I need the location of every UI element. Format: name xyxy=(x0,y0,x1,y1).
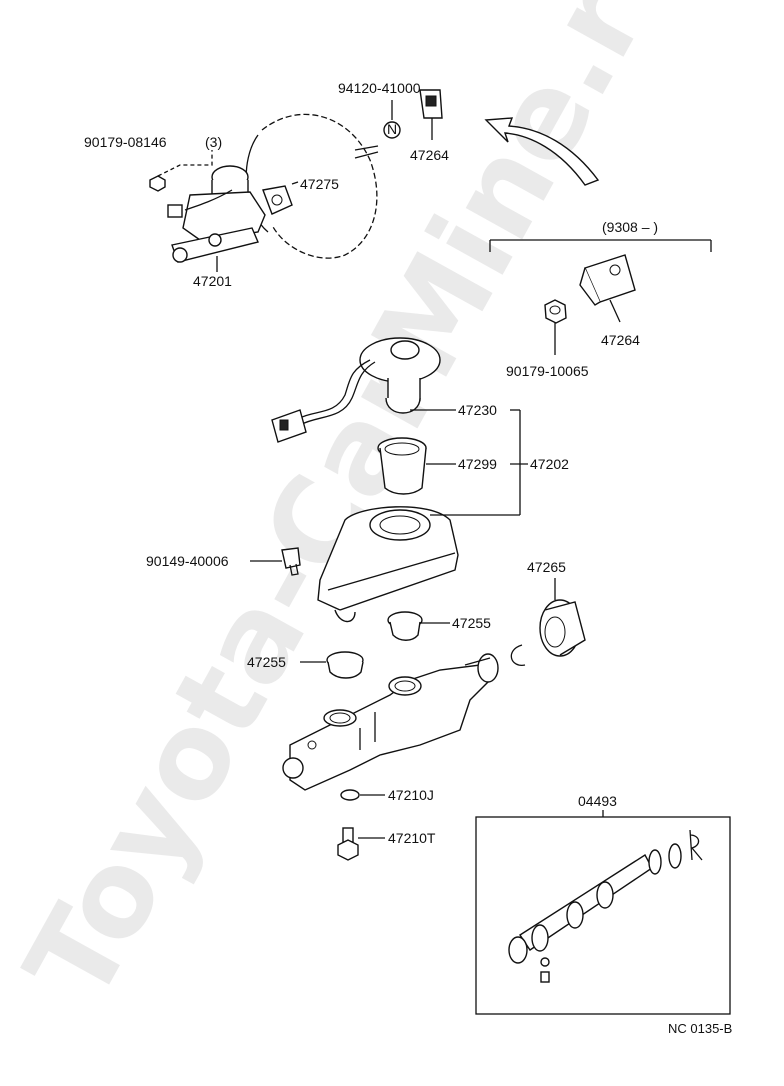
piston-seal xyxy=(539,599,586,657)
outlet-bolt xyxy=(337,827,359,861)
reservoir-screw xyxy=(281,547,301,576)
label-47275: 47275 xyxy=(300,176,339,192)
reservoir-tank xyxy=(317,506,520,623)
label-47210J: 47210J xyxy=(388,787,434,803)
reservoir-cap xyxy=(271,337,441,443)
quantity-note: (3) xyxy=(205,134,222,150)
date-range: (9308 – ) xyxy=(602,219,658,235)
grommet-left xyxy=(326,651,364,679)
curved-arrow-icon xyxy=(484,117,600,186)
label-47230: 47230 xyxy=(458,402,497,418)
label-47255-left: 47255 xyxy=(247,654,286,670)
grommet-right xyxy=(387,611,423,641)
label-04493: 04493 xyxy=(578,793,617,809)
label-47255-right: 47255 xyxy=(452,615,491,631)
label-47299: 47299 xyxy=(458,456,497,472)
washer xyxy=(340,789,360,801)
label-47210T: 47210T xyxy=(388,830,436,846)
clip-47264 xyxy=(579,254,636,323)
brake-booster-assembly: N xyxy=(149,89,443,272)
label-47202: 47202 xyxy=(530,456,569,472)
nut-icon xyxy=(149,175,166,192)
label-94120-41000: 94120-41000 xyxy=(338,80,421,96)
nut-90179-10065 xyxy=(544,299,567,355)
repair-kit-box xyxy=(475,816,731,1015)
label-90179-10065: 90179-10065 xyxy=(506,363,589,379)
label-47264-top: 47264 xyxy=(410,147,449,163)
diagram-code: NC 0135-B xyxy=(668,1021,732,1036)
master-cylinder-body xyxy=(282,653,499,791)
piston-kit xyxy=(508,829,703,983)
reservoir-strainer xyxy=(377,437,427,495)
label-90149-40006: 90149-40006 xyxy=(146,553,229,569)
svg-text:N: N xyxy=(387,121,397,137)
label-90179-08146: 90179-08146 xyxy=(84,134,167,150)
label-47265: 47265 xyxy=(527,559,566,575)
watermark: Toyota-CarMine.ru xyxy=(0,0,712,1024)
label-47264-right: 47264 xyxy=(601,332,640,348)
label-47201: 47201 xyxy=(193,273,232,289)
